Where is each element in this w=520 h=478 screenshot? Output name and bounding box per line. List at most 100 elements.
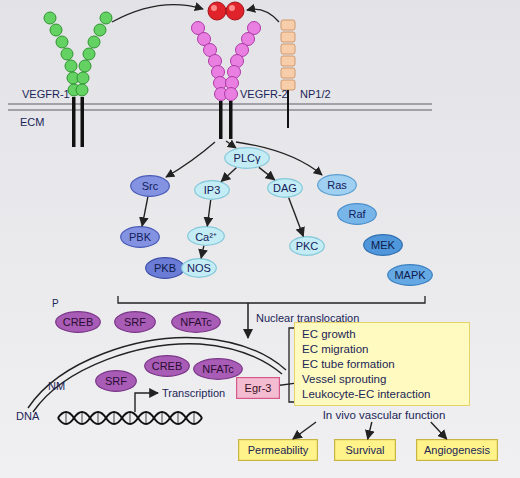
ligand-highlight xyxy=(211,5,217,11)
signal-arrow xyxy=(166,142,215,177)
oval-shape xyxy=(188,227,225,246)
oval-shape xyxy=(96,371,137,392)
nuclear-membrane xyxy=(28,338,286,408)
transcription-factor: NFATc xyxy=(171,311,221,333)
oval-shape xyxy=(131,176,170,197)
vegf-ligand xyxy=(226,2,244,20)
messenger-oval: IP3 xyxy=(194,180,230,200)
messenger-oval: DAG xyxy=(267,178,303,198)
oval-shape xyxy=(115,312,156,333)
transmembrane-bar xyxy=(72,97,76,147)
effect-item: Vessel sprouting xyxy=(302,372,474,387)
signal-arrow xyxy=(226,141,236,148)
ligand-highlight xyxy=(229,5,235,11)
transmembrane-bar xyxy=(81,97,85,147)
dna-strand xyxy=(58,412,202,424)
receptor-label: NP1/2 xyxy=(300,88,331,100)
enzyme-oval: NOS xyxy=(181,258,217,278)
transcription-factor: SRF xyxy=(95,370,137,392)
oval-shape xyxy=(146,258,185,279)
oval-shape xyxy=(56,312,101,333)
node-text: IP3 xyxy=(204,184,221,196)
oval-shape xyxy=(318,175,357,196)
panel-list: EC growthEC migrationEC tube formationVe… xyxy=(294,322,474,402)
node-text: PLCγ xyxy=(234,152,261,164)
oval-shape xyxy=(121,227,160,248)
node-text: MEK xyxy=(371,239,395,251)
transmembrane-bar xyxy=(219,101,223,139)
node-text: CREB xyxy=(152,360,183,372)
dna-rungs xyxy=(66,413,194,423)
translocation-arrow xyxy=(247,303,249,338)
connector xyxy=(201,246,204,258)
process-label: Nuclear translocation xyxy=(256,312,359,324)
node-text: DAG xyxy=(273,182,297,194)
effect-panel: EC growthEC migrationEC tube formationVe… xyxy=(294,322,474,422)
kinase-oval: MEK xyxy=(363,234,403,256)
kinase-oval: Src xyxy=(130,175,170,197)
receptor-label: VEGFR-1 xyxy=(22,88,70,100)
transcription-factor: SRF xyxy=(114,311,156,333)
node-text: Permeability xyxy=(248,444,309,456)
dna-strand xyxy=(58,412,202,424)
kinase-oval: Raf xyxy=(337,203,377,225)
phospho-mark: P xyxy=(52,298,59,309)
node-text: PKB xyxy=(154,262,176,274)
transcription-arrow xyxy=(135,393,158,412)
vegfr1-receptor xyxy=(44,12,112,96)
receptor-label: VEGFR-2 xyxy=(240,88,288,100)
molecule-label: DNA xyxy=(16,410,39,422)
outcome-box: Permeability xyxy=(238,439,318,461)
connector xyxy=(142,197,148,226)
oval-shape xyxy=(182,259,217,278)
transcription-factor: NFATc xyxy=(193,358,243,380)
effect-item: Leukocyte-EC interaction xyxy=(302,387,474,402)
node-text: Egr-3 xyxy=(245,382,272,394)
connector xyxy=(289,198,304,236)
outcome-box: Angiogenesis xyxy=(416,439,498,461)
kinase-oval: MAPK xyxy=(387,264,433,286)
node-text: PBK xyxy=(129,231,151,243)
kinase-oval: PKB xyxy=(145,257,185,279)
effect-item: EC tube formation xyxy=(302,357,474,372)
oval-shape xyxy=(225,148,270,169)
ion-oval: Ca²⁺ xyxy=(187,226,225,246)
bracket xyxy=(118,296,425,303)
connector xyxy=(259,167,275,179)
node-text: SRF xyxy=(124,316,146,328)
oval-shape xyxy=(145,356,190,377)
connector xyxy=(293,422,316,439)
enzyme-oval: PLCγ xyxy=(224,147,270,169)
transcription-factor: CREB xyxy=(55,311,101,333)
node-text: Angiogenesis xyxy=(424,444,490,456)
node-text: PKC xyxy=(296,240,319,252)
node-text: CREB xyxy=(63,316,94,328)
transcription-factor: CREB xyxy=(144,355,190,377)
neuropilin-receptor xyxy=(281,20,295,90)
connector xyxy=(431,422,447,439)
vegf-ligand xyxy=(208,2,226,20)
box-shape xyxy=(237,378,280,399)
effect-item: EC growth xyxy=(302,327,474,342)
oval-shape xyxy=(290,237,325,256)
gene-box: Egr-3 xyxy=(236,377,280,399)
oval-shape xyxy=(268,179,303,198)
node-text: Survival xyxy=(345,444,384,456)
node-text: Raf xyxy=(348,208,365,220)
connector xyxy=(368,422,372,439)
node-text: Ras xyxy=(327,179,347,191)
connector xyxy=(221,168,236,182)
gtpase-oval: Ras xyxy=(317,174,357,196)
box-shape xyxy=(335,440,396,461)
node-text: Ca²⁺ xyxy=(195,229,217,244)
nuclear-membrane xyxy=(33,344,282,412)
binding-arrow xyxy=(247,9,279,22)
oval-shape xyxy=(364,235,403,256)
oval-shape xyxy=(194,359,243,380)
outcome-box: Survival xyxy=(334,439,396,461)
compartment-label: ECM xyxy=(20,116,44,128)
oval-shape xyxy=(338,204,377,225)
kinase-oval: PKC xyxy=(289,236,325,256)
